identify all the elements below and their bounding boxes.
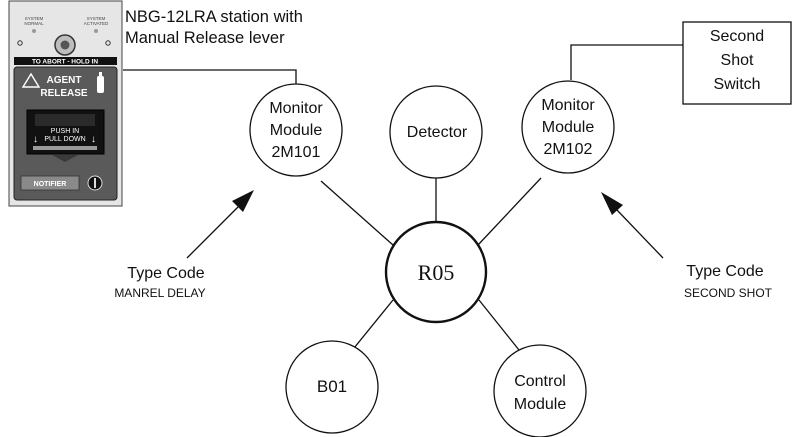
chevron-down-icon [52,155,78,162]
station-caption-line2: Manual Release lever [125,29,285,47]
connector-switch-monitor2 [570,44,683,80]
detector-label: Detector [407,124,468,141]
agent-label-line1: AGENT [47,75,82,86]
monitor-module-2m101-line2: Module [270,122,323,139]
node-control-module: Control Module [493,344,587,437]
arrow-left-head [232,190,254,212]
lever-strip [33,146,97,150]
r05-circle [384,220,488,324]
arrow-right-shaft [616,209,664,259]
node-monitor-module-2m101: Monitor Module 2M101 [249,83,343,177]
system-activated-led [94,29,98,33]
type-code-right-code: SECOND SHOT [684,286,773,300]
label-system-activated-line2: ACTIVATED [84,21,109,26]
second-shot-switch-line1: Second [710,28,764,45]
arrow-right-head [601,192,623,215]
abort-button-center [60,40,70,50]
label-system-normal-line1: SYSTEM [25,16,44,21]
monitor-module-2m102-line3: 2M102 [544,141,593,158]
control-module-line2: Module [514,396,567,413]
second-shot-switch-line3: Switch [713,76,760,93]
monitor-module-2m102-circle [521,80,615,174]
monitor-module-2m101-line3: 2M101 [272,144,321,161]
push-label-line2: PULL DOWN [44,136,85,143]
connectors [123,44,683,354]
node-monitor-module-2m102: Monitor Module 2M102 [521,80,615,174]
arrow-left-shaft [186,206,239,259]
agent-cylinder-valve [99,72,102,77]
label-system-normal-line2: NORMAL [24,21,44,26]
agent-cylinder-icon [97,76,104,93]
nbg-12lra-station: SYSTEM NORMAL SYSTEM ACTIVATED TO ABORT … [8,0,303,207]
control-module-circle [493,344,587,437]
monitor-module-2m102-line1: Monitor [541,97,595,114]
monitor-module-2m101-line1: Monitor [269,100,323,117]
b01-circle [285,340,379,434]
r05-label: R05 [418,260,455,285]
key-slot [94,178,96,188]
monitor-module-2m102-line2: Module [542,119,595,136]
screw-right [105,40,111,46]
b01-label: B01 [317,377,347,396]
second-shot-switch-box: Second Shot Switch [682,21,792,105]
agent-label-line2: RELEASE [40,88,88,99]
arrow-right [601,192,664,259]
hazard-triangle-icon [21,72,41,88]
connector-hub-monitor2 [477,177,542,246]
type-code-right-title: Type Code [686,263,763,280]
node-detector: Detector [389,85,483,179]
arrow-down-left-icon: ↓ [33,134,38,145]
connector-hub-control [478,299,520,351]
monitor-module-2m101-circle [249,83,343,177]
abort-bar [14,57,117,65]
node-b01: B01 [285,340,379,434]
screw-left [17,40,23,46]
control-module-line1: Control [514,373,566,390]
connector-hub-monitor1 [320,180,394,246]
brand-plate [20,175,80,191]
second-shot-switch-rect [682,21,792,105]
type-code-left-title: Type Code [127,265,204,282]
connector-hub-b01 [349,299,394,354]
type-code-left: Type Code MANREL DELAY [114,265,205,300]
lever-grip [35,114,95,126]
system-normal-led [32,29,36,33]
station-caption-line1: NBG-12LRA station with [125,8,303,26]
second-shot-switch-line2: Shot [721,52,754,69]
connector-station-monitor1 [123,69,297,85]
node-r05-hub: R05 [384,220,488,324]
abort-text: TO ABORT - HOLD IN [32,59,98,66]
label-system-activated-line1: SYSTEM [87,16,106,21]
arrow-down-right-icon: ↓ [91,134,96,145]
detector-circle [389,85,483,179]
arrow-left [186,190,254,259]
type-code-right: Type Code SECOND SHOT [684,263,773,300]
push-label-line1: PUSH IN [51,128,79,135]
type-code-left-code: MANREL DELAY [114,286,205,300]
brand-text: NOTIFIER [34,181,67,188]
